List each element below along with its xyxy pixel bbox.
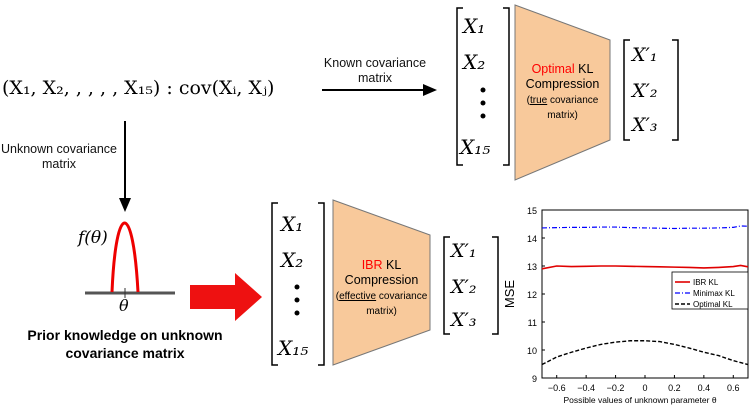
top-output-x1: X′₁ [632,44,658,66]
x-tick-label: −0.6 [548,383,566,393]
top-input-x1: X₁ [463,14,486,38]
known-arrow [322,84,437,96]
bottom-output-x2: X′₂ [451,276,477,298]
red-arrow [190,273,262,321]
bottom-output-x1: X′₁ [451,240,477,262]
legend-label: Optimal KL [693,300,733,309]
x-tick-label: 0 [642,383,647,393]
y-tick-label: 13 [527,262,537,272]
legend-box [671,271,749,310]
top-input-x2: X₂ [463,50,486,74]
kl-word: KL [578,62,594,76]
ibr-compression-label: IBR KL Compression (effective covariance… [335,258,428,317]
optimal-word: Optimal [531,62,575,76]
ibr-trapezoid [332,199,431,366]
y-axis-label: MSE [502,280,517,309]
ibr-word: IBR [361,258,383,272]
x-tick-label: 0.4 [698,383,711,393]
prior-function-label: f(θ) [78,228,108,248]
legend-label: Minimax KL [693,289,735,298]
bottom-input-x1: X₁ [281,212,304,236]
series-line-optimal-kl [541,340,749,366]
top-output-x2: X′₂ [632,80,658,102]
prior-caption: Prior knowledge on unknown covariance ma… [27,327,223,361]
series-line-minimax-kl [541,225,749,230]
x-axis-label: Possible values of unknown parameter θ [563,395,716,405]
compression-word: Compression [344,273,419,287]
legend-label: IBR KL [693,278,719,287]
y-tick-label: 9 [532,374,537,384]
sub-rest: covariance matrix) [366,291,428,317]
compression-word: Compression [525,77,600,91]
optimal-trapezoid [514,4,611,181]
top-input-x15: X₁₅ [460,135,491,159]
series-line-ibr-kl [541,264,749,270]
unknown-arrow [119,121,131,212]
effective-word: effective [339,291,377,302]
mse-chart: 9 10 11 12 13 14 15 −0.6 −0.4 −0.2 0 0.2 0.4 0.6 MSE Po… [502,206,749,405]
optimal-compression-label: Optimal KL Compression (true covariance … [525,62,600,121]
prior-curve [85,221,175,298]
known-covariance-label: Known covariance matrix [323,56,427,85]
x-tick-label: 0.6 [727,383,740,393]
unknown-covariance-label: Unknown covariance matrix [0,142,118,171]
x-tick-label: 0.2 [668,383,681,393]
theta-label: θ [119,296,129,315]
bottom-output-x3: X′₃ [451,309,477,331]
bottom-input-x2: X₂ [281,248,304,272]
x-tick-label: −0.4 [577,383,595,393]
source-expression: (X₁, X₂, , , , , X₁₅) : cov(Xᵢ, Xⱼ) [2,77,275,99]
y-tick-label: 15 [527,206,537,216]
kl-word: KL [386,258,402,272]
y-tick-label: 10 [527,346,537,356]
bottom-input-x15: X₁₅ [278,336,309,360]
sub-rest: covariance matrix) [547,95,599,121]
x-tick-label: −0.2 [607,383,625,393]
y-tick-label: 11 [528,318,537,328]
y-tick-label: 12 [527,290,537,300]
true-word: true [529,95,548,106]
y-tick-label: 14 [527,234,537,244]
top-output-x3: X′₃ [632,114,658,136]
